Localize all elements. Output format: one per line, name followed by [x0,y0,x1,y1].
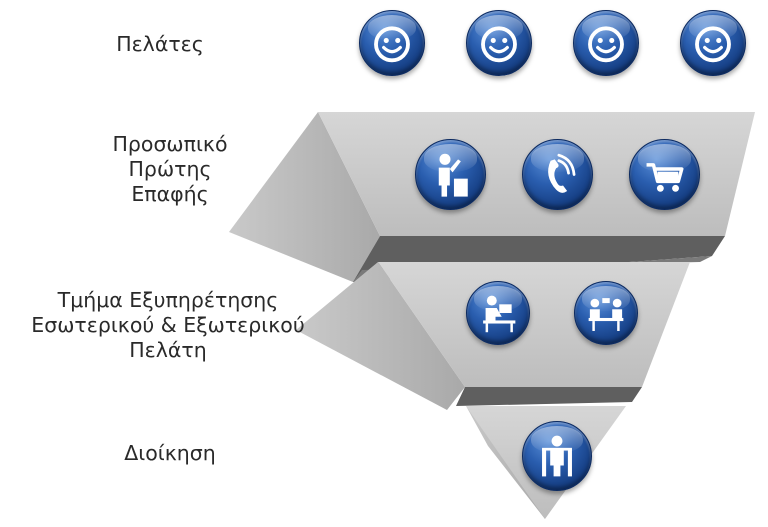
tier-label-line: Πελάτη [129,338,207,362]
tier-label-line: Πελάτες [116,32,204,56]
tier-label-line: Τμήμα Εξυπηρέτησης [57,288,279,312]
desk-worker-icon [466,281,530,345]
meeting-icon [574,281,638,345]
tier-label-customers: Πελάτες [40,32,280,57]
smiley-icon [466,10,532,76]
tier-label-management: Διοίκηση [50,441,290,466]
smiley-icon [359,10,425,76]
tier-label-line: Εσωτερικού & Εξωτερικού [31,313,305,337]
phone-icon [522,139,593,210]
tier-label-line: Προσωπικό [112,132,228,156]
smiley-icon [573,10,639,76]
manager-icon [522,421,592,491]
receptionist-icon [415,139,486,210]
tier-label-line: Διοίκηση [124,441,216,465]
tier-label-line: Επαφής [131,182,209,206]
tier-label-line: Πρώτης [128,157,212,181]
smiley-icon [680,10,746,76]
shopping-cart-icon [629,139,700,210]
